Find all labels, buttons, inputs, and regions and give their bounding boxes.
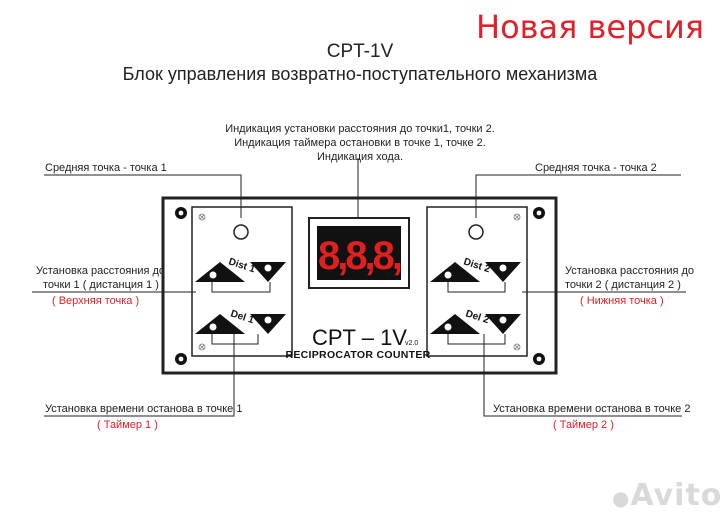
mount-holes: [175, 207, 545, 365]
led-display: 8,8,8,: [308, 217, 410, 289]
led-point1-icon: [233, 224, 249, 240]
dist1-up-button[interactable]: [195, 262, 245, 282]
led-point2-icon: [468, 224, 484, 240]
panel-frame: [161, 196, 558, 375]
callout-display-line2: Индикация таймера остановки в точке 1, т…: [234, 137, 486, 149]
leader-dist1-bracket: [211, 282, 271, 293]
dist2-up-button[interactable]: [430, 262, 480, 282]
panel-version: v2.0: [405, 340, 418, 347]
callout-dist1-line1: Установка расстояния до: [36, 265, 166, 277]
right-button-block: [426, 206, 528, 357]
callout-mid2: Средняя точка - точка 2: [535, 162, 657, 174]
del1-down-button[interactable]: [250, 314, 286, 334]
leader-mid2: [475, 174, 681, 218]
screw-marks-left: [198, 213, 206, 351]
callout-dist2-note: ( Нижняя точка ): [580, 295, 664, 307]
callout-timer1: Установка времени останова в точке 1: [45, 403, 243, 415]
display-screen: [317, 226, 401, 280]
new-version-label: Новая версия: [476, 8, 705, 46]
diagram-subtitle: Блок управления возвратно-поступательног…: [122, 64, 598, 84]
leader-mid1: [44, 174, 242, 218]
callout-timer1-note: ( Таймер 1 ): [97, 419, 158, 431]
callout-dist1-note: ( Верхняя точка ): [52, 295, 140, 307]
avito-watermark: ●Avito: [612, 478, 720, 513]
leader-lines: [32, 158, 686, 417]
watermark-dots-icon: ●: [612, 486, 631, 510]
leader-timer2-bracket: [447, 334, 506, 345]
model-title: CPT-1V: [326, 41, 394, 62]
screw-marks-right: [513, 213, 521, 351]
del1-up-button[interactable]: [195, 314, 245, 334]
leader-timer1: [44, 334, 235, 417]
dist2-down-button[interactable]: [485, 262, 521, 282]
callout-dist1-line2: точки 1 ( дистанция 1 ): [43, 279, 159, 291]
del2-label: Del 2: [464, 308, 491, 326]
del2-down-button[interactable]: [485, 314, 521, 334]
del1-label: Del 1: [229, 308, 256, 326]
callout-timer2: Установка времени останова в точке 2: [493, 403, 691, 415]
leader-timer2: [483, 334, 682, 417]
del2-up-button[interactable]: [430, 314, 480, 334]
display-digits: 8,8,8,: [318, 234, 401, 278]
display-bezel: [308, 217, 410, 289]
dist1-down-button[interactable]: [250, 262, 286, 282]
panel-model-name: CPT – 1V: [312, 325, 407, 350]
leader-dist2-bracket: [447, 282, 506, 293]
callout-display-line1: Индикация установки расстояния до точки1…: [225, 123, 495, 135]
callout-mid1: Средняя точка - точка 1: [45, 162, 167, 174]
panel-caption: RECIPROCATOR COUNTER: [285, 349, 430, 361]
leader-timer1-bracket: [211, 334, 259, 345]
callout-dist2-line1: Установка расстояния до: [565, 265, 695, 277]
callout-dist2-line2: точки 2 ( дистанция 2 ): [565, 279, 681, 291]
left-button-block: [191, 206, 293, 357]
callout-timer2-note: ( Таймер 2 ): [553, 419, 614, 431]
callout-display-line3: Индикация хода.: [316, 151, 404, 163]
